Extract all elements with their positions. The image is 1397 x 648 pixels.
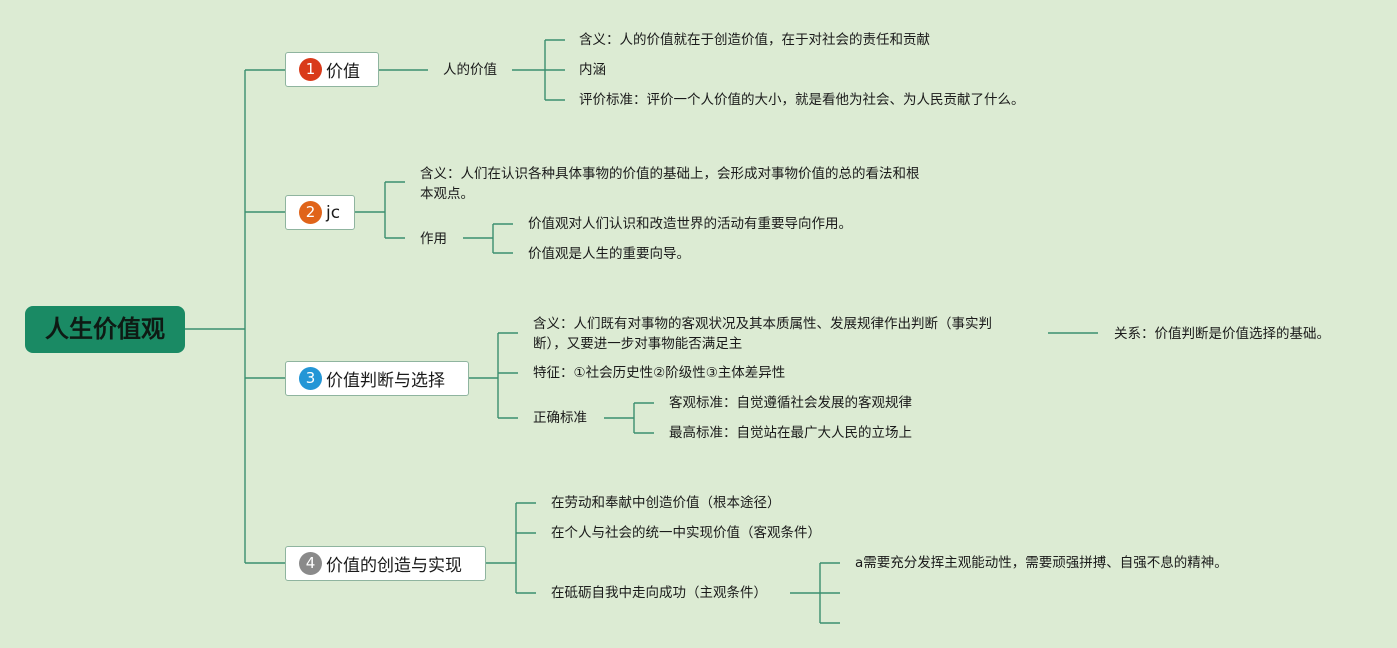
node-highest-standard[interactable]: 最高标准：自觉站在最广大人民的立场上 <box>669 425 912 441</box>
branch-label: 价值的创造与实现 <box>326 556 462 576</box>
node-function-life-guide[interactable]: 价值观是人生的重要向导。 <box>528 246 690 262</box>
node-labor-dedication[interactable]: 在劳动和奉献中创造价值（根本途径） <box>551 495 781 511</box>
node-self-tempering[interactable]: 在砥砺自我中走向成功（主观条件） <box>551 585 767 601</box>
number-badge-4: 4 <box>299 552 322 575</box>
branch-label: jc <box>326 202 341 223</box>
node-subjective-initiative[interactable]: a需要充分发挥主观能动性，需要顽强拼搏、自强不息的精神。 <box>855 555 1228 571</box>
node-value-meaning[interactable]: 含义：人的价值就在于创造价值，在于对社会的责任和贡献 <box>579 32 930 48</box>
node-individual-society[interactable]: 在个人与社会的统一中实现价值（客观条件） <box>551 525 821 541</box>
number-badge-1: 1 <box>299 58 322 81</box>
number-badge-2: 2 <box>299 201 322 224</box>
node-judgment-features[interactable]: 特征：①社会历史性②阶级性③主体差异性 <box>533 365 786 381</box>
branch-label: 价值 <box>326 62 360 82</box>
branch-node-jc[interactable]: 2 jc <box>285 195 355 230</box>
node-objective-standard[interactable]: 客观标准：自觉遵循社会发展的客观规律 <box>669 395 912 411</box>
node-value-connotation[interactable]: 内涵 <box>579 62 606 78</box>
node-values-function[interactable]: 作用 <box>420 231 447 247</box>
number-badge-3: 3 <box>299 367 322 390</box>
node-value-criteria[interactable]: 评价标准：评价一个人价值的大小，就是看他为社会、为人民贡献了什么。 <box>579 92 1025 108</box>
branch-node-judgment-choice[interactable]: 3 价值判断与选择 <box>285 361 469 396</box>
node-values-meaning[interactable]: 含义：人们在认识各种具体事物的价值的基础上，会形成对事物价值的总的看法和根本观点… <box>420 166 920 202</box>
node-judgment-meaning[interactable]: 含义：人们既有对事物的客观状况及其本质属性、发展规律作出判断（事实判断），又要进… <box>533 316 992 352</box>
branch-label: 价值判断与选择 <box>326 371 445 391</box>
node-correct-standard[interactable]: 正确标准 <box>533 410 587 426</box>
branch-node-create-realize[interactable]: 4 价值的创造与实现 <box>285 546 486 581</box>
node-judgment-relation[interactable]: 关系：价值判断是价值选择的基础。 <box>1114 326 1330 342</box>
node-function-guide[interactable]: 价值观对人们认识和改造世界的活动有重要导向作用。 <box>528 216 852 232</box>
node-human-value[interactable]: 人的价值 <box>443 62 497 78</box>
branch-node-value[interactable]: 1 价值 <box>285 52 379 87</box>
root-node[interactable]: 人生价值观 <box>25 306 185 353</box>
